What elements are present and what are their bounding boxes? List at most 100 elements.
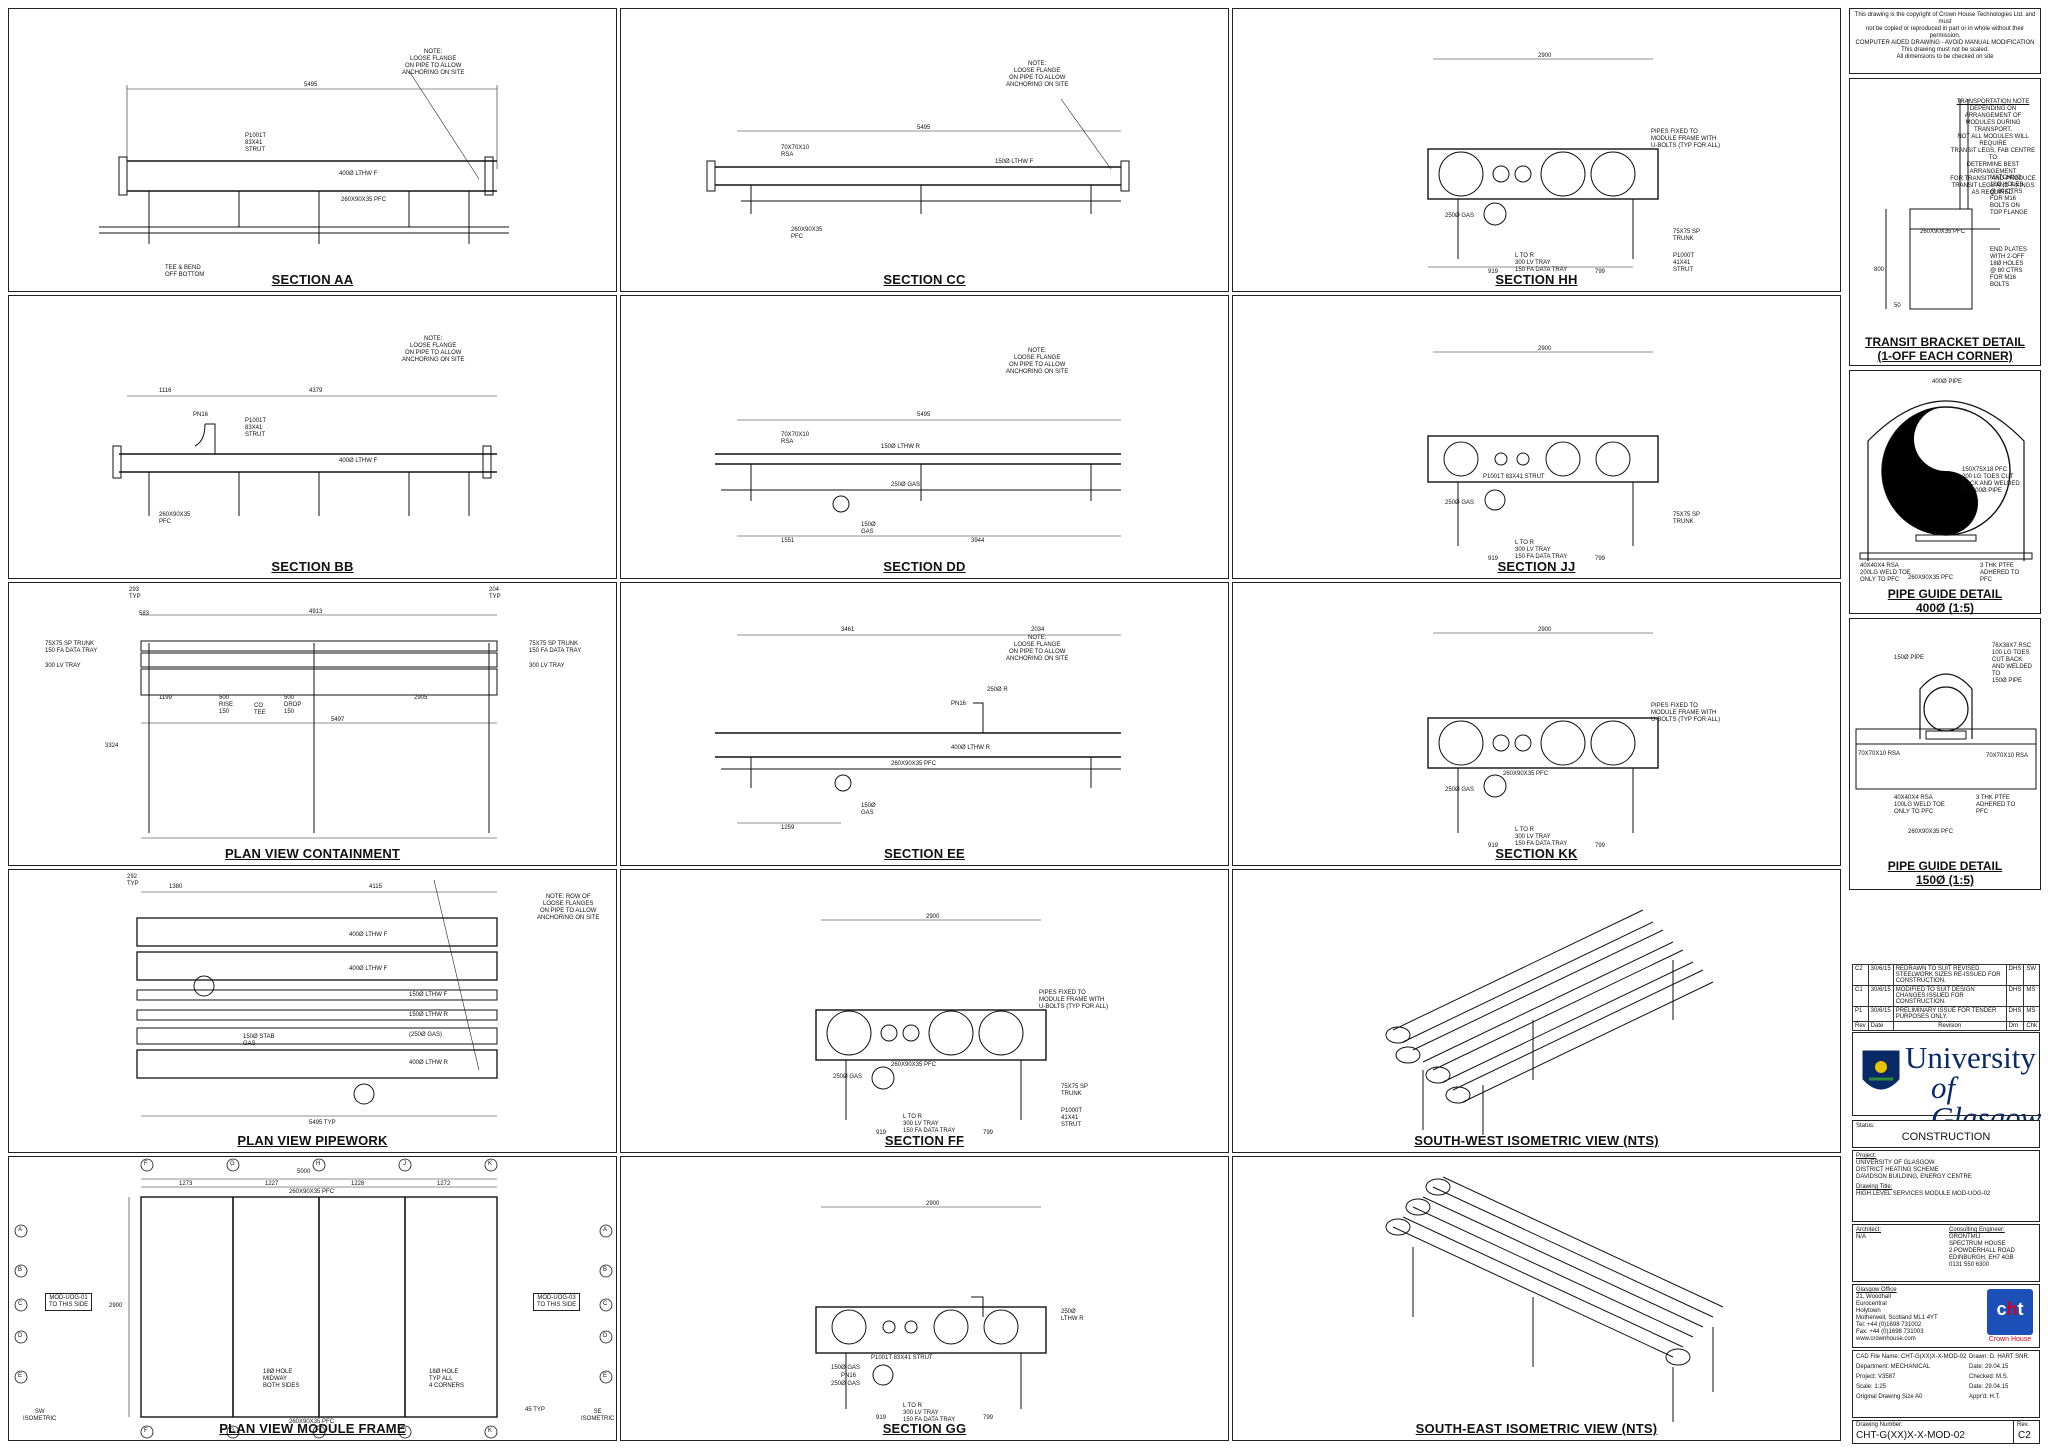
section-bb-4379: 4379: [309, 388, 323, 394]
section-kk-919: 919: [1488, 843, 1499, 849]
section-kk-drawing: [1427, 632, 1659, 833]
pvmf-1273: 1273: [179, 1181, 193, 1187]
section-aa-title: SECTION AA: [271, 272, 354, 287]
pvmf-45: 45 TYP: [525, 1407, 545, 1413]
guide400-pipe: 400Ø PIPE: [1932, 379, 1963, 385]
pvp-pipe1: 400Ø LTHW F: [349, 932, 388, 938]
section-dd-5495: 5495: [917, 412, 931, 418]
plan-view-pipework-title: PLAN VIEW PIPEWORK: [237, 1133, 388, 1148]
pvmf-pfc-bottom: 260X90X35 PFC: [289, 1419, 335, 1425]
section-ee-1259: 1259: [781, 825, 795, 831]
section-dd-1551: 1551: [781, 538, 795, 544]
section-bb-title: SECTION BB: [271, 559, 354, 574]
pvmf-5000: 5000: [297, 1169, 311, 1175]
section-cc-drawing: [706, 98, 1130, 214]
grid-row-d: D: [18, 1333, 23, 1339]
guide150-rsa-right: 70X70X10 RSA: [1986, 753, 2029, 759]
section-ff-gas: 250Ø GAS: [833, 1074, 863, 1080]
pvp-4115: 4115: [369, 884, 382, 890]
section-jj-drawing: [1427, 351, 1659, 546]
grid-row-e-right: E: [603, 1373, 608, 1379]
section-hh-title: SECTION HH: [1495, 272, 1578, 287]
drawing-number-block: Drawing Number: CHT-G(XX)X-X-MOD-02 Rev.…: [1852, 1420, 2040, 1444]
guide150-pipe: 150Ø PIPE: [1894, 655, 1925, 661]
section-jj-919: 919: [1488, 556, 1499, 562]
grid-row-d-right: D: [603, 1333, 608, 1339]
dim-5495: 5495: [304, 82, 318, 88]
transport-note: TRANSPORTATION NOTE DEPENDING ON ARRANGE…: [1950, 99, 2036, 196]
section-jj-width: 2900: [1538, 346, 1552, 352]
section-ff-title: SECTION FF: [884, 1133, 965, 1148]
section-ff-919: 919: [876, 1130, 887, 1136]
grid-row-e: E: [18, 1373, 23, 1379]
pvc-3324: 3324: [105, 743, 119, 749]
pvp-pipe2: 400Ø LTHW F: [349, 966, 388, 972]
section-gg-strut: P1001T 83X41 STRUT: [871, 1355, 933, 1361]
status-value: CONSTRUCTION: [1901, 1131, 1991, 1143]
section-gg-919: 919: [876, 1415, 887, 1421]
grid-col-k: K: [488, 1161, 493, 1167]
pvp-1380: 1380: [169, 884, 183, 890]
section-bb-pn16: PN16: [193, 412, 209, 418]
rev-value: C2: [2018, 1430, 2031, 1441]
section-dd-title: SECTION DD: [883, 559, 966, 574]
grid-row-a: A: [18, 1227, 23, 1233]
pvp-gas: (250Ø GAS): [409, 1032, 443, 1038]
section-ee-title: SECTION EE: [884, 846, 965, 861]
section-gg-gas250: 250Ø GAS: [831, 1381, 861, 1387]
plan-view-module-frame-drawing: [14, 1158, 613, 1439]
section-aa-label-pfc: 260X90X35 PFC: [341, 197, 387, 203]
grid-row-c: C: [18, 1301, 23, 1307]
pvc-583: 583: [139, 611, 150, 617]
section-cc-dim: 5495: [917, 125, 931, 131]
se-isometric-title: SOUTH-EAST ISOMETRIC VIEW (NTS): [1415, 1421, 1658, 1436]
section-ee-pn16: PN16: [951, 701, 967, 707]
section-ee-250r: 250Ø R: [987, 687, 1008, 693]
section-ee-3461: 3461: [841, 627, 855, 633]
project-line-2: DISTRICT HEATING SCHEME: [1856, 1167, 1939, 1173]
plan-view-containment-title: PLAN VIEW CONTAINMENT: [224, 846, 401, 861]
section-dd-gas250: 250Ø GAS: [891, 482, 921, 488]
section-aa-label-pipe: 400Ø LTHW F: [339, 171, 378, 177]
pipe-guide-150-drawing: [1855, 673, 2037, 790]
pvc-1199: 1199: [159, 695, 172, 701]
section-dd-drawing: [715, 419, 1121, 537]
architect-engineer-block: Architect: N/A Consulting Engineer: GRON…: [1852, 1224, 2040, 1282]
section-ee-2034: 2034: [1031, 627, 1045, 633]
university-logo-block: University of Glasgow: [1852, 1032, 2041, 1133]
